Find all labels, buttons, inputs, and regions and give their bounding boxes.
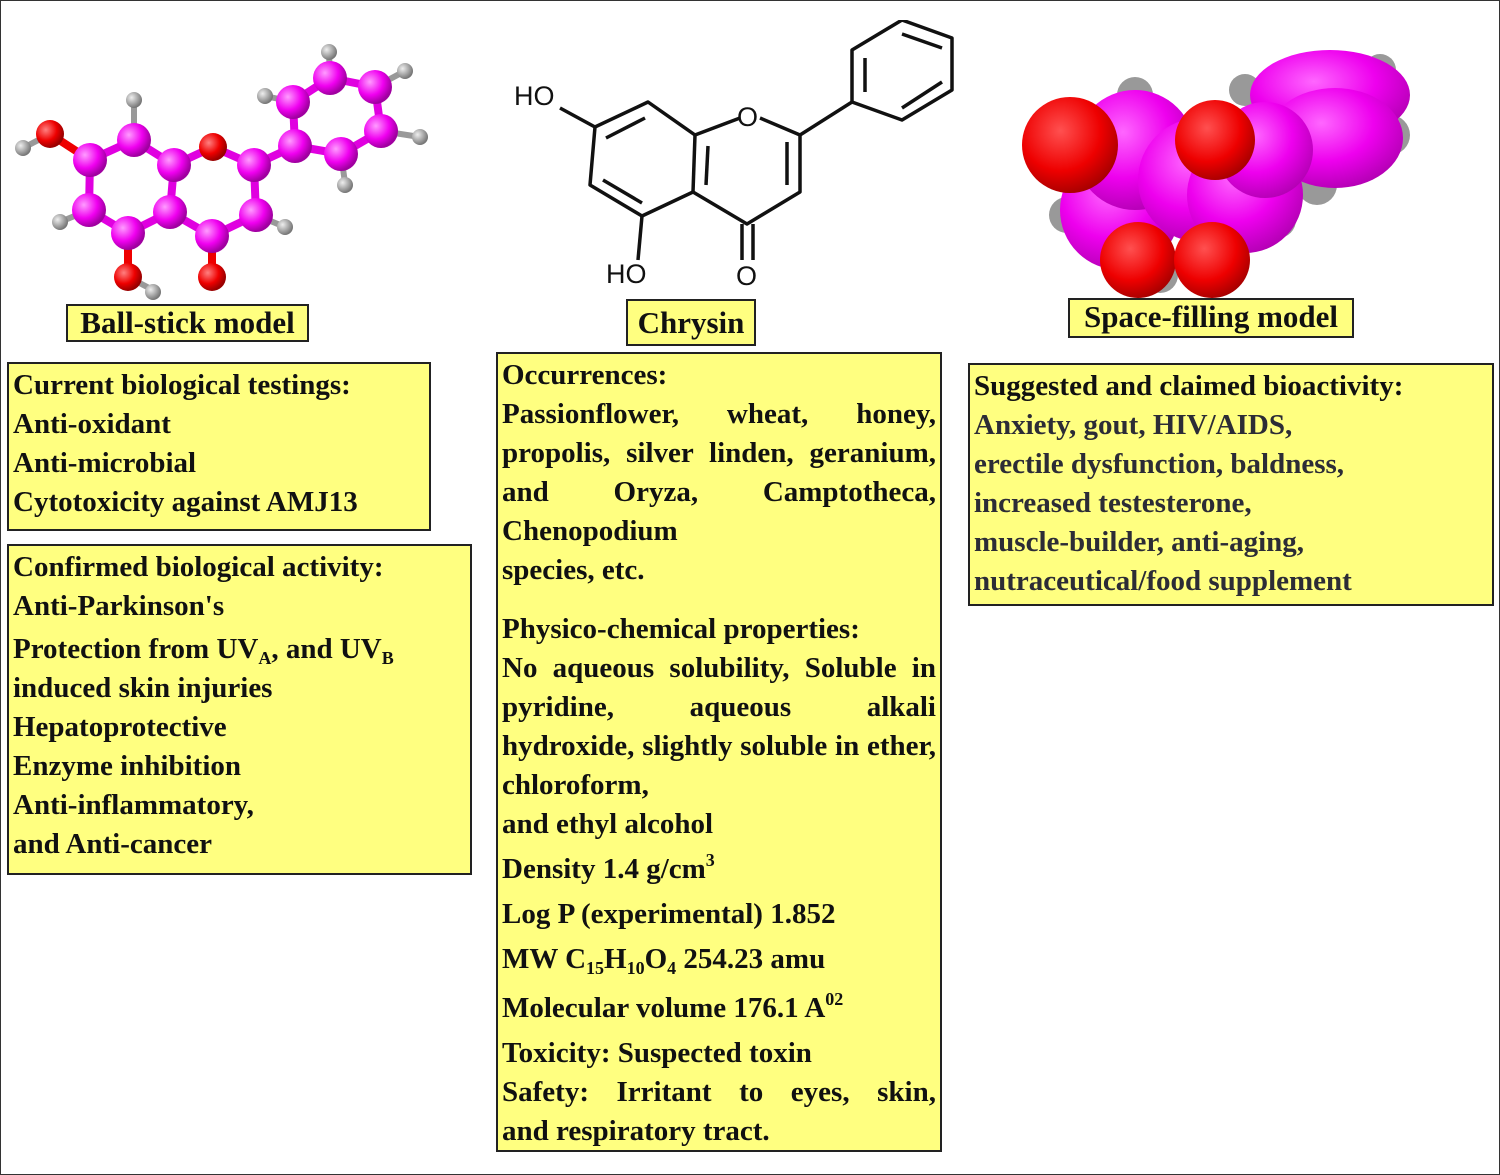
uv-mid: , and UV <box>271 633 382 665</box>
molecular-volume-line: Molecular volume 176.1 A02 <box>502 989 936 1028</box>
confirmed-activity-item: and Anti-cancer <box>13 828 212 860</box>
mw-value: 254.23 amu <box>676 943 826 975</box>
safety-last-line: and respiratory tract. <box>502 1115 770 1147</box>
suggested-item: muscle-builder, anti-aging, <box>974 526 1305 558</box>
occurrences-title: Occurrences: <box>502 359 668 391</box>
current-testing-item: Anti-microbial <box>13 447 197 479</box>
ring-oxygen-text: O <box>737 102 758 132</box>
current-testings-title: Current biological testings: <box>13 369 351 401</box>
occurrences-last-line: species, etc. <box>502 554 645 586</box>
confirmed-activity-item: Protection from UVA, and UVB <box>13 630 466 669</box>
current-testings-box: Current biological testings: Anti-oxidan… <box>7 362 431 531</box>
ho-bottom-text: HO <box>606 259 647 289</box>
chrysin-label: Chrysin <box>626 299 756 346</box>
mw-prefix: MW C <box>502 943 587 975</box>
logp-line: Log P (experimental) 1.852 <box>502 898 836 930</box>
ball-stick-model-image <box>15 44 428 300</box>
space-filling-label: Space-filling model <box>1068 298 1354 338</box>
molecular-weight-line: MW C15H10O4 254.23 amu <box>502 940 936 979</box>
solubility-text: No aqueous solubility, Soluble in pyridi… <box>502 652 936 801</box>
current-testing-item: Anti-oxidant <box>13 408 171 440</box>
confirmed-activity-item: induced skin injuries <box>13 672 273 704</box>
suggested-item: increased testesterone, <box>974 487 1252 519</box>
space-filling-model-image <box>1022 50 1410 298</box>
confirmed-activity-item: Hepatoprotective <box>13 711 227 743</box>
safety-line: Safety: Irritant to eyes, skin, <box>502 1076 936 1108</box>
volume-superscript: 02 <box>825 989 844 1009</box>
carbon-count: 15 <box>586 958 605 978</box>
ball-stick-label: Ball-stick model <box>66 304 309 342</box>
suggested-item: erectile dysfunction, baldness, <box>974 448 1345 480</box>
suggested-bioactivity-box: Suggested and claimed bioactivity: Anxie… <box>968 363 1494 606</box>
current-testing-item: Cytotoxicity against AMJ13 <box>13 486 358 518</box>
confirmed-activity-box: Confirmed biological activity: Anti-Park… <box>7 544 472 875</box>
uv-b-subscript: B <box>381 648 394 668</box>
confirmed-activity-title: Confirmed biological activity: <box>13 551 384 583</box>
suggested-item: Anxiety, gout, HIV/AIDS, <box>974 409 1293 441</box>
uv-a-subscript: A <box>258 648 272 668</box>
physico-title: Physico-chemical properties: <box>502 613 860 645</box>
confirmed-activity-item: Enzyme inhibition <box>13 750 242 782</box>
volume-text: Molecular volume 176.1 A <box>502 992 826 1024</box>
density-superscript: 3 <box>705 850 715 870</box>
density-line: Density 1.4 g/cm3 <box>502 850 936 889</box>
confirmed-activity-item: Anti-inflammatory, <box>13 789 254 821</box>
oxygen-count: 4 <box>667 958 677 978</box>
confirmed-activity-item: Anti-Parkinson's <box>13 590 225 622</box>
toxicity-line: Toxicity: Suspected toxin <box>502 1037 812 1069</box>
suggested-title: Suggested and claimed bioactivity: <box>974 370 1404 402</box>
occurrences-properties-box: Occurrences: Passionflower, wheat, honey… <box>496 352 942 1152</box>
uv-prefix: Protection from UV <box>13 633 259 665</box>
hydrogen-count: 10 <box>626 958 645 978</box>
density-text: Density 1.4 g/cm <box>502 853 706 885</box>
ho-top-text: HO <box>514 81 555 111</box>
chrysin-structure-image: HO O HO O <box>514 20 954 291</box>
suggested-item: nutraceutical/food supplement <box>974 565 1352 597</box>
carbonyl-oxygen-text: O <box>736 261 757 291</box>
hydrogen-symbol: H <box>604 943 627 975</box>
occurrences-text: Passionflower, wheat, honey, propolis, s… <box>502 398 936 547</box>
oxygen-symbol: O <box>644 943 668 975</box>
solubility-last-line: and ethyl alcohol <box>502 808 714 840</box>
